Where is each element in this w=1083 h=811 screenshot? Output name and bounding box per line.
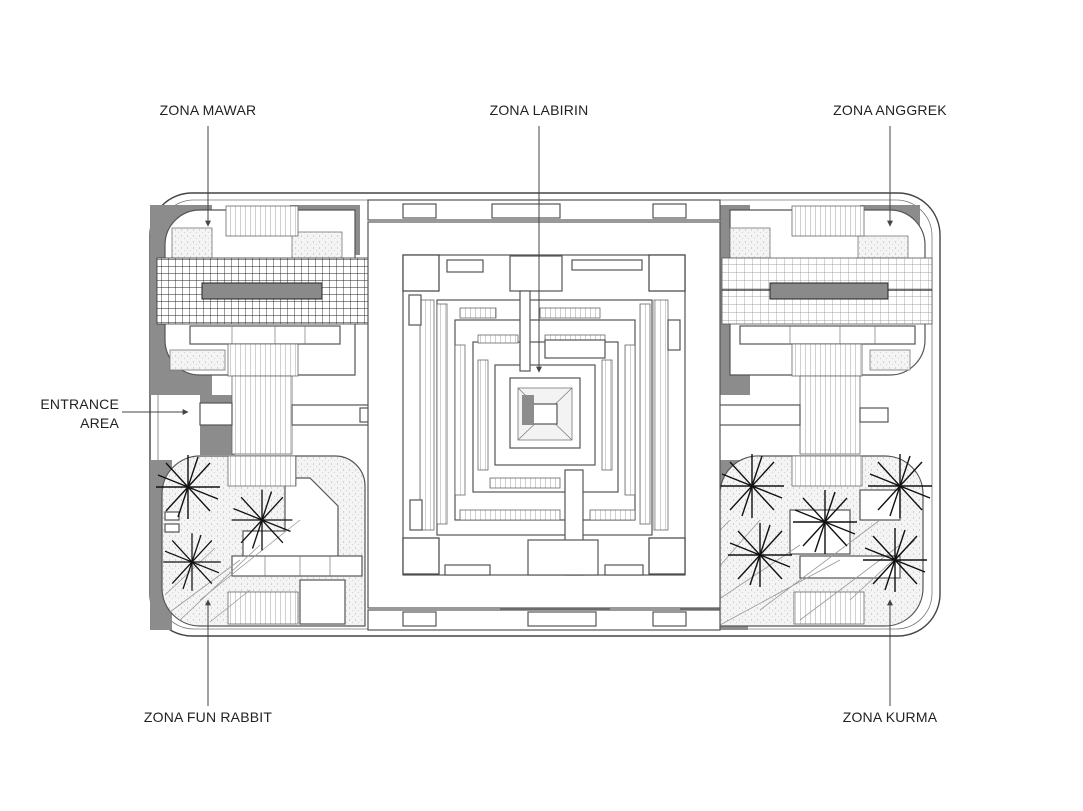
- perimeter-strips: [367, 199, 721, 631]
- label-zona-labirin: ZONA LABIRIN: [490, 102, 589, 118]
- label-zona-anggrek: ZONA ANGGREK: [833, 102, 947, 118]
- zona-fun-rabbit-plan: [155, 454, 366, 627]
- leader-lines: [122, 126, 893, 706]
- label-entrance-line1: ENTRANCE: [40, 396, 119, 412]
- zona-labirin-maze: [367, 221, 721, 609]
- zona-mawar-plan: [156, 205, 370, 377]
- label-entrance-line2: AREA: [80, 415, 119, 431]
- label-zona-fun-rabbit: ZONA FUN RABBIT: [144, 709, 272, 725]
- label-zona-kurma: ZONA KURMA: [843, 709, 938, 725]
- zona-anggrek-plan: [721, 205, 933, 377]
- zona-kurma-plan: [689, 453, 933, 627]
- zone-labels: ZONA MAWAR ZONA LABIRIN ZONA ANGGREK ENT…: [40, 102, 947, 725]
- label-zona-mawar: ZONA MAWAR: [160, 102, 257, 118]
